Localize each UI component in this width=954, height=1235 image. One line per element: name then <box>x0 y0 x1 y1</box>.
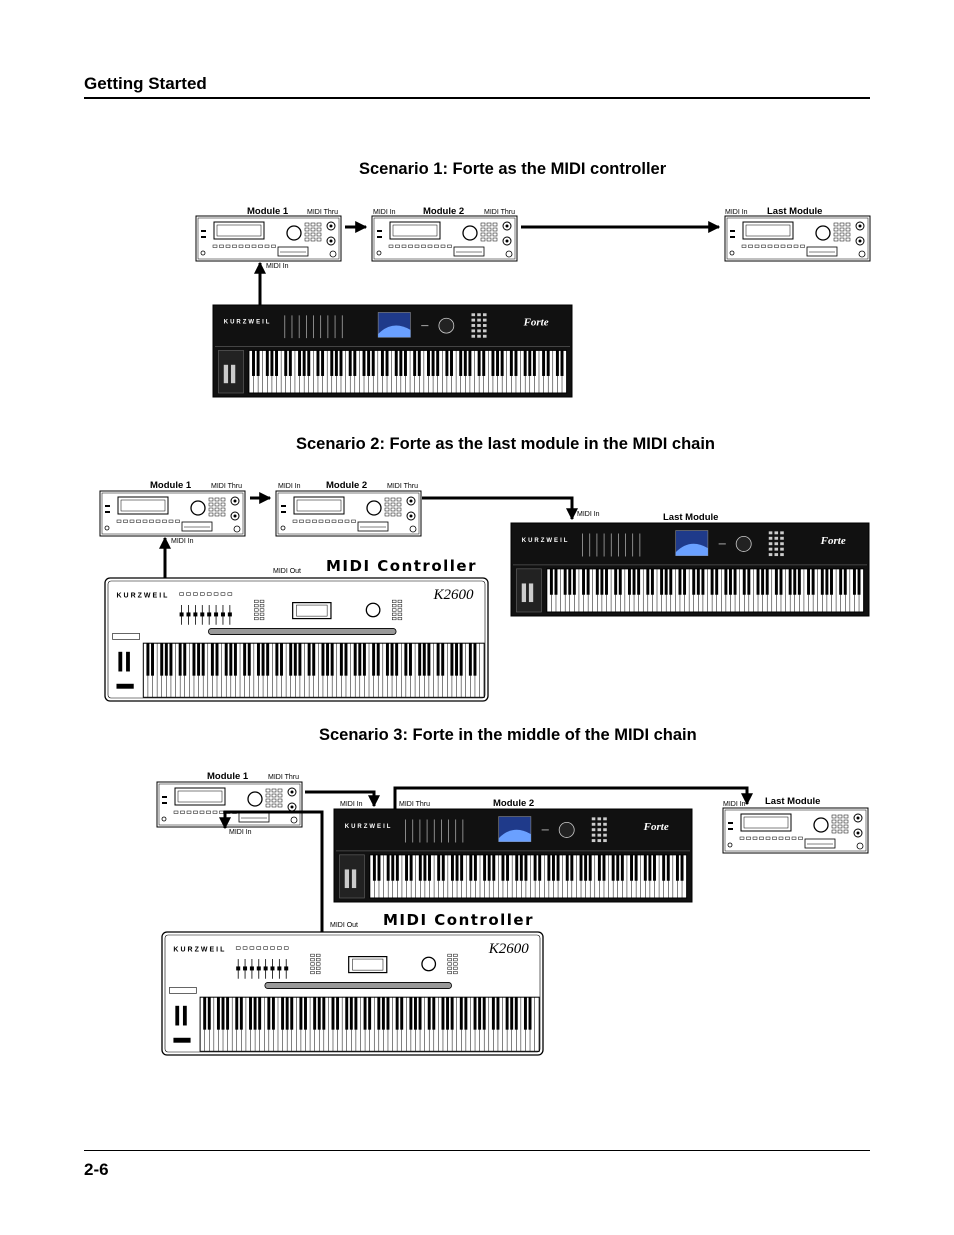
s3-forte-midi-in-label: MIDI In <box>340 801 363 808</box>
s2-midi-controller-label: MIDI Controller <box>326 557 477 575</box>
scenario-2-module-2 <box>275 490 422 537</box>
scenario-2-cable-module-2-to-forte <box>422 496 578 521</box>
scenario-1-module-1 <box>195 215 342 262</box>
scenario-1-module-2 <box>371 215 518 262</box>
scenario-1-last-module <box>724 215 871 262</box>
s1-module-1-midi-thru-label: MIDI Thru <box>307 209 338 216</box>
footer-rule <box>84 1150 870 1151</box>
scenario-1-forte: KURZWEIL Forte <box>212 304 573 398</box>
scenario-2-k2600-controller: KURZWEIL K2600 <box>104 577 489 702</box>
s3-last-module-midi-in-label: MIDI In <box>723 801 746 808</box>
scenario-3-forte-module-2: KURZWEIL Forte <box>333 808 693 903</box>
svg-text:Forte: Forte <box>643 821 669 833</box>
s1-module-2-label: Module 2 <box>423 206 464 217</box>
scenario-3-module-1 <box>156 781 303 828</box>
svg-text:Forte: Forte <box>523 317 549 329</box>
scenario-1-title: Scenario 1: Forte as the MIDI controller <box>359 160 667 178</box>
svg-text:KURZWEIL: KURZWEIL <box>116 593 169 600</box>
scenario-3-k2600-controller: KURZWEIL K2600 <box>161 931 544 1056</box>
s1-module-2-midi-thru-label: MIDI Thru <box>484 209 515 216</box>
scenario-3-title: Scenario 3: Forte in the middle of the M… <box>319 726 697 744</box>
s3-module-2-label: Module 2 <box>493 798 534 809</box>
s1-module-2-midi-in-label: MIDI In <box>373 209 396 216</box>
s3-forte-midi-thru-label: MIDI Thru <box>399 801 430 808</box>
svg-text:KURZWEIL: KURZWEIL <box>522 538 570 544</box>
scenario-3-cable-forte-to-last-module <box>393 786 753 809</box>
s2-module-2-midi-thru-label: MIDI Thru <box>387 483 418 490</box>
s2-controller-midi-out-label: MIDI Out <box>273 568 301 575</box>
svg-text:K2600: K2600 <box>433 587 475 603</box>
s2-module-1-midi-thru-label: MIDI Thru <box>211 483 242 490</box>
scenario-3-last-module <box>722 807 869 854</box>
s1-last-module-label: Last Module <box>767 206 822 217</box>
scenario-2-module-1 <box>99 490 246 537</box>
s1-module-1-label: Module 1 <box>247 206 289 217</box>
s1-last-module-midi-in-label: MIDI In <box>725 209 748 216</box>
s2-last-module-label: Last Module <box>663 512 718 523</box>
s3-midi-controller-label: MIDI Controller <box>383 911 534 929</box>
page-number: 2-6 <box>84 1160 109 1179</box>
s2-module-1-label: Module 1 <box>150 480 192 491</box>
s2-forte-midi-in-label: MIDI In <box>577 511 600 518</box>
scenario-3-cable-module-1-to-forte <box>305 790 380 808</box>
svg-text:K2600: K2600 <box>488 941 530 957</box>
s3-module-1-midi-in-label: MIDI In <box>229 829 252 836</box>
s1-module-1-midi-in-label: MIDI In <box>266 263 289 270</box>
s2-module-1-midi-in-label: MIDI In <box>171 538 194 545</box>
s2-module-2-midi-in-label: MIDI In <box>278 483 301 490</box>
scenario-3-cable-controller-to-module-1 <box>219 810 324 932</box>
scenario-2-forte-last-module: KURZWEIL Forte <box>510 522 870 617</box>
s3-module-1-label: Module 1 <box>207 771 249 782</box>
s3-module-1-midi-thru-label: MIDI Thru <box>268 774 299 781</box>
header-rule <box>84 97 870 99</box>
s3-controller-midi-out-label: MIDI Out <box>330 922 358 929</box>
page-header-title: Getting Started <box>84 74 207 93</box>
scenario-2-title: Scenario 2: Forte as the last module in … <box>296 435 716 453</box>
svg-text:KURZWEIL: KURZWEIL <box>173 947 226 954</box>
svg-text:Forte: Forte <box>820 535 846 547</box>
svg-text:KURZWEIL: KURZWEIL <box>224 320 272 326</box>
s2-module-2-label: Module 2 <box>326 480 367 491</box>
svg-text:KURZWEIL: KURZWEIL <box>345 824 393 830</box>
s3-last-module-label: Last Module <box>765 796 820 807</box>
